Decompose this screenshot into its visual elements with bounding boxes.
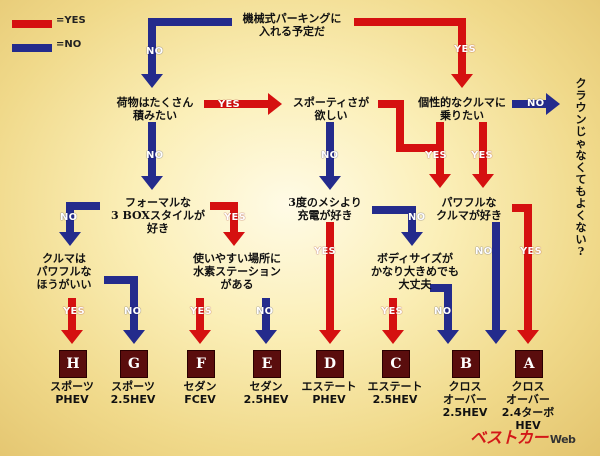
side-note-char: じ <box>575 125 587 138</box>
result-box-d: D <box>316 350 344 378</box>
question-body-size: ボディサイズがかなり大きめでも大丈夫 <box>371 252 459 291</box>
arrow-yes-to-f-head <box>189 330 211 344</box>
arrow-yes-unique-right-head <box>472 174 494 188</box>
arrow-no-to-body-size-shaft <box>372 206 416 232</box>
result-box-e: E <box>253 350 281 378</box>
side-note-vertical: クラウンじゃなくてもよくない? <box>573 78 589 258</box>
question-hydrogen-station: 使いやすい場所に水素ステーションがある <box>193 252 281 291</box>
arrow-yes-unique-left-head <box>429 174 451 188</box>
question-power-better: クルマはパワフルなほうがいい <box>36 252 92 291</box>
label-no: NO <box>408 212 426 223</box>
arrow-no-to-g-shaft <box>104 276 138 330</box>
arrow-yes-to-a-head <box>517 330 539 344</box>
legend-no-swatch <box>12 44 52 52</box>
side-note-char: な <box>575 149 587 162</box>
result-box-g: G <box>120 350 148 378</box>
arrow-no-to-side-note-head <box>546 93 560 115</box>
side-note-char: よ <box>575 197 587 210</box>
side-note-char: ウ <box>575 101 587 114</box>
label-yes: YES <box>314 246 336 257</box>
legend-yes-label: =YES <box>56 15 86 26</box>
arrow-yes-to-hydrogen-shaft <box>210 202 238 232</box>
question-lots-of-luggage: 荷物はたくさん積みたい <box>116 96 194 122</box>
legend-yes-swatch <box>12 20 52 28</box>
arrow-no-to-formal-head <box>141 176 163 190</box>
result-box-b: B <box>452 350 480 378</box>
arrow-yes-to-unique-head <box>451 74 473 88</box>
side-note-char: ン <box>575 113 587 126</box>
result-box-f: F <box>187 350 215 378</box>
label-no: NO <box>527 98 545 109</box>
arrow-no-to-power-better-head <box>59 232 81 246</box>
label-yes: YES <box>471 150 493 161</box>
label-no: NO <box>256 306 274 317</box>
question-unique-car: 個性的なクルマに乗りたい <box>418 96 506 122</box>
result-box-h: H <box>59 350 87 378</box>
arrow-no-to-luggage-shaft <box>148 18 232 74</box>
label-no: NO <box>60 212 78 223</box>
arrow-yes-to-hydrogen-head <box>223 232 245 246</box>
arrow-yes-to-unique-shaft <box>354 18 466 74</box>
side-note-char: ク <box>575 77 587 90</box>
question-mechanical-parking: 機械式パーキングに入れる予定だ <box>242 12 342 38</box>
side-note-char: な <box>575 221 587 234</box>
label-yes: YES <box>520 246 542 257</box>
side-note-char: く <box>575 161 587 174</box>
arrow-no-to-charging-head <box>319 176 341 190</box>
label-yes: YES <box>224 212 246 223</box>
label-yes: YES <box>190 306 212 317</box>
label-no: NO <box>434 306 452 317</box>
label-no: NO <box>124 306 142 317</box>
label-yes: YES <box>63 306 85 317</box>
arrow-yes-to-h-head <box>61 330 83 344</box>
question-powerful-car: パワフルなクルマが好き <box>436 196 502 222</box>
label-no: NO <box>475 246 493 257</box>
arrow-no-to-body-size-head <box>401 232 423 246</box>
label-yes: YES <box>218 99 240 110</box>
result-box-a: A <box>515 350 543 378</box>
side-note-char: ? <box>577 245 585 258</box>
question-loves-charging: 3度のメシより充電が好き <box>288 196 362 222</box>
label-no: NO <box>146 150 164 161</box>
label-yes: YES <box>454 44 476 55</box>
label-no: NO <box>321 150 339 161</box>
arrow-no-to-power-better-shaft <box>66 202 100 232</box>
side-note-char: ラ <box>575 89 587 102</box>
arrow-no-to-luggage-head <box>141 74 163 88</box>
arrow-yes-to-sportiness-head <box>268 93 282 115</box>
arrow-no-to-b-from-body-shaft <box>430 284 452 330</box>
side-note-char: ゃ <box>575 137 587 150</box>
arrow-no-to-b-from-body-head <box>437 330 459 344</box>
arrow-yes-to-c-head <box>382 330 404 344</box>
label-yes: YES <box>381 306 403 317</box>
side-note-char: く <box>575 209 587 222</box>
arrow-yes-to-d-head <box>319 330 341 344</box>
side-note-char: も <box>575 185 587 198</box>
arrow-no-to-b-head <box>485 330 507 344</box>
legend-no-label: =NO <box>56 39 82 50</box>
arrow-yes-to-a-shaft <box>512 204 532 330</box>
question-sportiness: スポーティさが欲しい <box>292 96 370 122</box>
arrow-no-to-g-head <box>123 330 145 344</box>
label-no: NO <box>146 46 164 57</box>
result-box-c: C <box>382 350 410 378</box>
arrow-yes-sportiness-link <box>378 100 440 152</box>
arrow-no-to-e-head <box>255 330 277 344</box>
label-yes: YES <box>425 150 447 161</box>
side-note-char: て <box>575 173 587 186</box>
side-note-char: い <box>575 233 587 246</box>
